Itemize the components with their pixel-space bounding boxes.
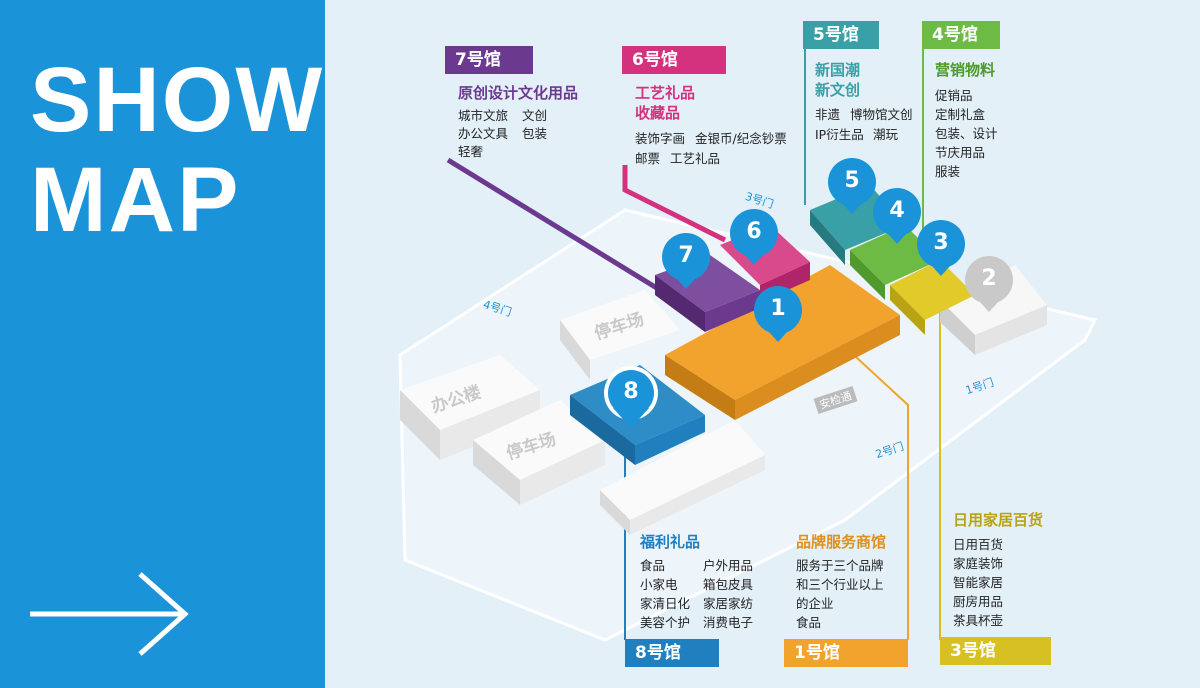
block-hall-3	[890, 260, 975, 335]
hall-8-item: 家清日化	[640, 596, 691, 611]
hall-8-tag[interactable]: 8号馆	[625, 639, 719, 667]
hall-4-item: 促销品	[935, 88, 973, 103]
hall-1-item: 食品	[796, 615, 822, 630]
hall-7-item: 文创	[522, 108, 548, 123]
hall-8-item: 消费电子	[703, 615, 754, 630]
pin-8-number[interactable]: 8	[623, 379, 639, 404]
hall-8-item: 小家电	[640, 577, 678, 592]
title-line-1: SHOW	[30, 49, 325, 151]
hall-4-item: 包装、设计	[935, 126, 998, 141]
hall-6-item: 金银币/纪念钞票	[695, 131, 787, 146]
pin-5-number[interactable]: 5	[844, 168, 860, 193]
hall-4-item: 定制礼盒	[935, 107, 986, 122]
hall-4-item: 节庆用品	[935, 145, 986, 160]
hall-6-title-line2: 收藏品	[635, 104, 681, 122]
hall-1-item: 服务于三个品牌	[796, 558, 884, 573]
hall-3-tag[interactable]: 3号馆	[940, 637, 1051, 665]
pin-4	[873, 188, 921, 244]
hall-3-item: 厨房用品	[953, 594, 1004, 609]
hall-8-item: 户外用品	[703, 558, 754, 573]
hall-1-title: 品牌服务商馆	[796, 533, 887, 551]
title-line-2: MAP	[30, 149, 241, 251]
hall-5-item: 博物馆文创	[850, 107, 913, 122]
hall-7-tag[interactable]: 7号馆	[445, 46, 533, 74]
hall-7-item: 办公文具	[458, 126, 509, 141]
hall-3-title: 日用家居百货	[953, 511, 1044, 529]
hall-1-item: 和三个行业以上	[796, 577, 884, 592]
hall-3-item: 茶具杯壶	[953, 613, 1004, 628]
hall-8-item: 家居家纺	[703, 596, 754, 611]
pin-2	[965, 256, 1013, 312]
pin-3-number[interactable]: 3	[933, 230, 949, 255]
pin-5	[828, 158, 876, 214]
hall-3-item: 家庭装饰	[953, 556, 1004, 571]
pin-4-number[interactable]: 4	[889, 198, 905, 223]
hall-6-tag[interactable]: 6号馆	[622, 46, 726, 74]
map-drawing	[398, 45, 1098, 642]
hall-7-title: 原创设计文化用品	[458, 84, 579, 102]
hall-7-item: 城市文旅	[458, 108, 509, 123]
show-map-title: SHOW MAP	[30, 50, 324, 250]
hall-3-item: 日用百货	[953, 537, 1004, 552]
right-arrow-icon[interactable]	[30, 570, 195, 660]
hall-4-title: 营销物料	[935, 61, 996, 79]
hall-6-title-line1: 工艺礼品	[635, 84, 696, 102]
pin-7-number[interactable]: 7	[678, 243, 694, 268]
hall-7-item: 包装	[522, 126, 548, 141]
pin-6	[730, 209, 778, 265]
building-office	[400, 355, 540, 460]
hall-5-title-line1: 新国潮	[815, 61, 861, 79]
hall-8-item: 食品	[640, 558, 666, 573]
hall-7-item: 轻奢	[458, 144, 484, 159]
leader-line-7	[446, 157, 662, 293]
pin-2-number[interactable]: 2	[981, 266, 997, 291]
map-area: 1 2 3 4 5 6 7 8 办公楼 停车场 停车场 安检通 1号门 2号门 …	[325, 0, 1200, 688]
hall-6-item: 邮票	[635, 151, 661, 166]
hall-6-item: 工艺礼品	[670, 151, 721, 166]
hall-4-tag[interactable]: 4号馆	[922, 21, 1000, 49]
hall-1-item: 的企业	[796, 596, 834, 611]
hall-4-item: 服装	[935, 164, 961, 179]
building-parking-2	[473, 400, 605, 505]
left-panel: SHOW MAP	[0, 0, 325, 688]
building-parking-1	[560, 290, 680, 380]
hall-5-item: 非遗	[815, 107, 841, 122]
hall-8-item: 箱包皮具	[703, 577, 754, 592]
hall-5-item: IP衍生品	[815, 127, 864, 142]
hall-8-title: 福利礼品	[640, 533, 701, 551]
pin-8	[604, 366, 658, 428]
hall-6-item: 装饰字画	[635, 131, 686, 146]
hall-8-item: 美容个护	[640, 615, 691, 630]
hall-1-tag[interactable]: 1号馆	[784, 639, 908, 667]
pin-6-number[interactable]: 6	[746, 219, 762, 244]
hall-5-title-line2: 新文创	[815, 81, 861, 99]
leader-line-6	[622, 165, 727, 243]
pin-1	[754, 286, 802, 342]
hall-3-item: 智能家居	[953, 575, 1004, 590]
hall-5-tag[interactable]: 5号馆	[803, 21, 879, 49]
building-bottom-strip	[600, 420, 765, 535]
hall-5-item: 潮玩	[873, 127, 899, 142]
pin-7	[662, 233, 710, 289]
pin-3	[917, 220, 965, 276]
pin-1-number[interactable]: 1	[770, 296, 786, 321]
